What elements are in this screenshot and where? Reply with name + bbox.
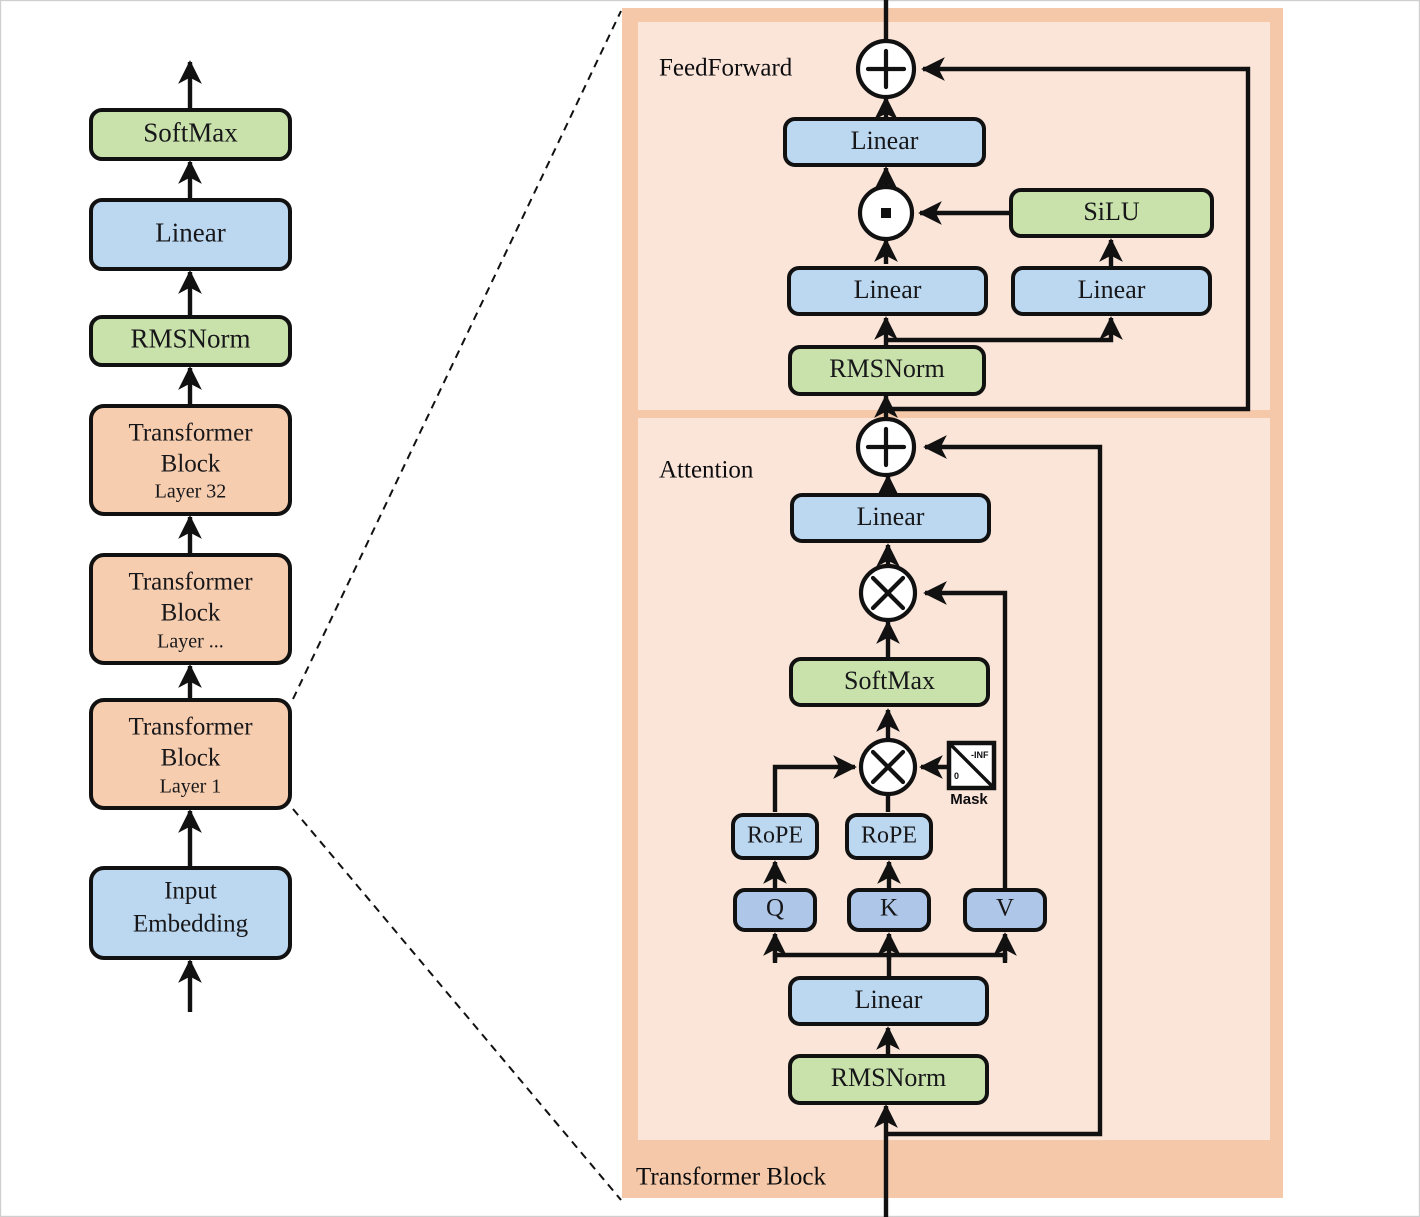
attn-linear-qkv-label: Linear <box>855 985 923 1014</box>
ff-rmsnorm-fanout-wire <box>886 316 1123 343</box>
attn-rope-k-label: RoPE <box>861 823 917 849</box>
ff-linear-gate-label: Linear <box>854 275 922 304</box>
mask-lower-value: 0 <box>954 771 959 781</box>
stack-box-transformer-block-dots-line1: Transformer <box>128 569 253 596</box>
stack-box-transformer-block-1-sub: Layer 1 <box>160 776 222 798</box>
attn-k-label: K <box>880 895 898 922</box>
attn-rope-q-label: RoPE <box>747 823 803 849</box>
stack-box-transformer-block-32[interactable] <box>89 404 292 516</box>
attn-rmsnorm-box[interactable] <box>788 1054 989 1105</box>
attn-q-label: Q <box>766 895 784 922</box>
attn-linear-out-box[interactable] <box>790 493 991 543</box>
callout-line-bottom <box>292 808 622 1201</box>
mask-upper-value: -INF <box>971 750 989 760</box>
dot-product-icon <box>881 208 891 218</box>
ff-rmsnorm-box[interactable] <box>788 345 986 396</box>
ff-linear-gate-box[interactable] <box>787 266 988 316</box>
cross-icon-b2 <box>870 749 906 785</box>
stack-box-transformer-block-dots-sub: Layer ... <box>157 631 224 653</box>
attention-group: Linear SoftMax -INF <box>731 416 1047 1217</box>
feedforward-group: Linear SiLU Linear Linear RMSNorm <box>783 0 1214 430</box>
callout-connector <box>292 10 622 1201</box>
stack-box-softmax-label: SoftMax <box>143 118 238 148</box>
attention-residual-wire <box>886 435 1103 1137</box>
attn-softmax-label: SoftMax <box>844 666 935 695</box>
mask-icon[interactable]: -INF 0 <box>946 740 997 791</box>
stack-box-transformer-block-dots-line2: Block <box>161 600 221 627</box>
ff-silu-box[interactable] <box>1009 188 1214 238</box>
cross-icon-a2 <box>870 575 906 611</box>
attn-v-box[interactable] <box>963 888 1047 932</box>
model-overview-stack: SoftMax Linear RMSNorm Transformer Block… <box>89 60 292 1012</box>
ff-rmsnorm-label: RMSNorm <box>829 354 945 383</box>
ff-linear-up-box[interactable] <box>1011 266 1212 316</box>
stack-box-transformer-block-1-line2: Block <box>161 745 221 772</box>
ff-linear-out-label: Linear <box>851 126 919 155</box>
ff-linear-out-box[interactable] <box>783 117 986 167</box>
feedforward-residual-wire <box>886 57 1251 412</box>
attn-rmsnorm-label: RMSNorm <box>831 1063 947 1092</box>
stack-box-input-embedding[interactable] <box>89 866 292 960</box>
ff-linear-up-label: Linear <box>1078 275 1146 304</box>
mask-caption: Mask <box>950 791 988 808</box>
stack-box-linear-label: Linear <box>155 218 225 248</box>
stack-box-input-embedding-line2: Embedding <box>133 911 249 938</box>
ff-silu-label: SiLU <box>1083 197 1140 226</box>
attn-rope-k-box[interactable] <box>845 813 933 860</box>
attn-softmax-box[interactable] <box>789 657 990 707</box>
attention-section-label: Attention <box>659 457 754 484</box>
stack-box-transformer-block-1-line1: Transformer <box>128 714 253 741</box>
stack-box-transformer-block-32-line2: Block <box>161 451 221 478</box>
stack-box-rmsnorm-label: RMSNorm <box>130 324 250 354</box>
callout-line-top <box>292 10 622 700</box>
attn-v-label: V <box>996 895 1014 922</box>
attn-linear-qkv-box[interactable] <box>788 976 989 1026</box>
stack-box-linear[interactable] <box>89 198 292 271</box>
attn-linear-out-label: Linear <box>857 502 925 531</box>
stack-box-input-embedding-line1: Input <box>164 878 217 905</box>
rope-q-to-matmul-wire <box>772 755 857 812</box>
stack-box-transformer-block-32-sub: Layer 32 <box>155 481 227 503</box>
stack-box-softmax[interactable] <box>89 108 292 161</box>
stack-box-transformer-block-dots[interactable] <box>89 553 292 665</box>
stack-box-transformer-block-1[interactable] <box>89 698 292 810</box>
detail-outer-label: Transformer Block <box>636 1164 827 1191</box>
attn-rope-q-box[interactable] <box>731 813 819 860</box>
value-to-matmul-wire <box>923 581 1008 895</box>
attn-k-box[interactable] <box>847 888 931 932</box>
mask-icon-diagonal <box>949 743 994 788</box>
transformer-block-detail-panel: FeedForward Attention Transformer Block … <box>622 0 1283 1217</box>
feedforward-section-label: FeedForward <box>659 55 793 82</box>
attn-q-box[interactable] <box>733 888 817 932</box>
stack-box-transformer-block-32-line1: Transformer <box>128 420 253 447</box>
stack-box-rmsnorm[interactable] <box>89 315 292 367</box>
